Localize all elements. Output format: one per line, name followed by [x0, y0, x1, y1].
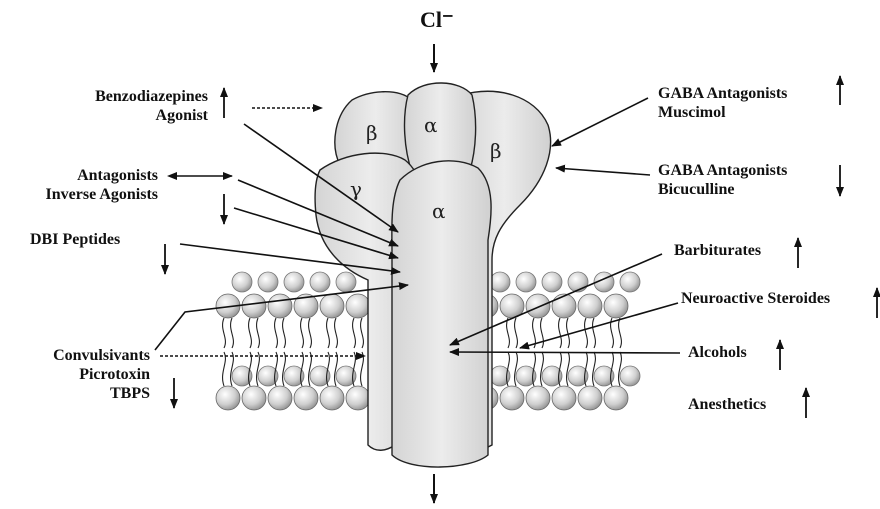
alpha-front-symbol: α — [432, 199, 446, 223]
neuroactive-steroids-label: Neuroactive Steroides — [681, 289, 830, 308]
lipid-head — [242, 294, 266, 318]
lipid-tail — [515, 318, 518, 348]
beta-left-symbol: β — [366, 121, 378, 145]
benzodiazepines-label: Benzodiazepines Agonist — [40, 87, 208, 125]
lipid-head-back — [284, 272, 304, 292]
lipid-head — [604, 294, 628, 318]
lipid-tail — [567, 318, 570, 348]
benzo-line-2: Agonist — [40, 106, 208, 125]
lipid-head — [578, 386, 602, 410]
antag-line-2: Inverse Agonists — [0, 185, 158, 204]
gamma-symbol: γ — [350, 177, 362, 201]
lipid-tail — [585, 318, 588, 348]
gaba-muscimol-label: GABA Antagonists Muscimol — [658, 84, 787, 122]
dbi-peptides-label: DBI Peptides — [30, 230, 120, 249]
lipid-head — [346, 386, 370, 410]
lipid-head — [578, 294, 602, 318]
lipid-tail — [275, 318, 278, 348]
lipid-head — [552, 386, 576, 410]
antag-line-1: Antagonists — [0, 166, 158, 185]
lipid-head — [346, 294, 370, 318]
lipid-head — [268, 386, 292, 410]
lipid-head-back — [336, 272, 356, 292]
lipid-head — [500, 386, 524, 410]
lipid-head-back — [620, 272, 640, 292]
lipid-head-back — [542, 272, 562, 292]
lipid-head — [320, 386, 344, 410]
lipid-tail — [361, 318, 364, 348]
lipid-tail — [223, 318, 226, 348]
lipid-tail — [335, 318, 338, 348]
lipid-tail — [249, 318, 252, 348]
antagonists-label: Antagonists Inverse Agonists — [0, 166, 158, 204]
barbiturates-label: Barbiturates — [674, 241, 761, 260]
lipid-tail — [283, 318, 286, 348]
benzo-line-1: Benzodiazepines — [40, 87, 208, 106]
ion-label: Cl⁻ — [420, 8, 454, 32]
lipid-tail — [507, 318, 510, 348]
alcohol-arrow — [450, 352, 680, 353]
lipid-tail — [361, 352, 364, 386]
conv-line-1: Convulsivants — [10, 346, 150, 365]
alpha-top-symbol: α — [424, 113, 438, 137]
musc-line-2: Muscimol — [658, 103, 787, 122]
lipid-tail — [309, 318, 312, 348]
lipid-tail — [257, 318, 260, 348]
lipid-head-back — [568, 272, 588, 292]
bic-line-1: GABA Antagonists — [658, 161, 787, 180]
lipid-tail — [223, 352, 226, 386]
bic-line-2: Bicuculline — [658, 180, 787, 199]
lipid-head-back — [232, 272, 252, 292]
conv-line-2: Picrotoxin — [10, 365, 150, 384]
muscimol-arrow — [552, 98, 648, 146]
lipid-head — [320, 294, 344, 318]
lipid-tail — [327, 318, 330, 348]
alcohols-label: Alcohols — [688, 343, 747, 362]
lipid-head — [216, 386, 240, 410]
lipid-tail — [231, 318, 234, 348]
lipid-head — [294, 386, 318, 410]
lipid-head — [552, 294, 576, 318]
convulsivants-label: Convulsivants Picrotoxin TBPS — [10, 346, 150, 403]
bicuculline-arrow — [556, 168, 650, 175]
beta-right-symbol: β — [490, 139, 502, 163]
conv-line-3: TBPS — [10, 384, 150, 403]
lipid-tail — [619, 318, 622, 348]
lipid-tail — [559, 318, 562, 348]
lipid-head-back — [310, 272, 330, 292]
lipid-tail — [301, 318, 304, 348]
lipid-tail — [593, 318, 596, 348]
lipid-head-back — [516, 272, 536, 292]
anesthetics-label: Anesthetics — [688, 395, 766, 414]
lipid-tail — [541, 318, 544, 348]
lipid-head-back — [620, 366, 640, 386]
lipid-head-back — [258, 272, 278, 292]
gaba-bicuculline-label: GABA Antagonists Bicuculline — [658, 161, 787, 199]
lipid-head — [242, 386, 266, 410]
lipid-head — [604, 386, 628, 410]
lipid-head-back — [490, 272, 510, 292]
lipid-tail — [353, 318, 356, 348]
lipid-head — [526, 386, 550, 410]
lipid-head — [526, 294, 550, 318]
lipid-head — [268, 294, 292, 318]
musc-line-1: GABA Antagonists — [658, 84, 787, 103]
